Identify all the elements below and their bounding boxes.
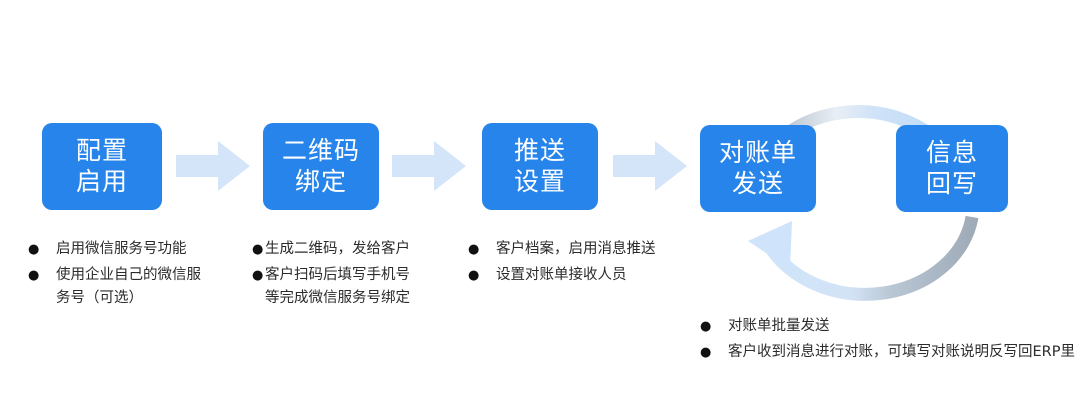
step-box-line2: 绑定 [294,166,347,196]
step-box-line1: 推送 [513,136,566,165]
step-box-line2: 设置 [513,166,566,196]
list-item: ● 使用企业自己的微信服 务号（可选） [28,264,238,310]
bullet-text: 启用微信服务号功能 [56,241,187,257]
arrow-step1-to-step2 [176,141,250,191]
bullet-text: 对账单批量发送 [728,318,830,334]
list-item: ● 对账单批量发送 [700,315,1080,338]
bullet-text: 设置对账单接收人员 [496,267,627,283]
bullets-step-配置启用: ● 启用微信服务号功能 ● 使用企业自己的微信服 务号（可选） [28,238,238,313]
bullet-text: 客户收到消息进行对账，可填写对账说明反写回ERP里 [728,344,1075,360]
bullets-step-推送设置: ● 客户档案，启用消息推送 ● 设置对账单接收人员 [468,238,698,290]
step-box-对账单发送[interactable]: 对账单 发送 [700,125,816,212]
bullet-marker-icon: ● [28,268,40,283]
step-box-line2: 回写 [925,168,978,198]
bullet-marker-icon: ● [468,268,480,283]
step-box-line1: 二维码 [281,136,360,165]
bullet-marker-icon: ● [700,319,712,334]
step-box-line1: 配置 [75,136,128,165]
bullets-step-二维码绑定: ● 生成二维码，发给客户 ● 客户扫码后填写手机号 等完成微信服务号绑定 [252,238,467,313]
list-item: ● 设置对账单接收人员 [468,264,698,287]
bullet-text: 使用企业自己的微信服 务号（可选） [56,267,201,306]
arrow-step2-to-step3 [392,141,466,191]
step-box-推送设置[interactable]: 推送 设置 [482,123,598,210]
list-item: ● 客户档案，启用消息推送 [468,238,698,261]
list-item: ● 客户收到消息进行对账，可填写对账说明反写回ERP里 [700,341,1080,364]
bullet-marker-icon: ● [252,268,264,283]
step-box-信息回写[interactable]: 信息 回写 [896,125,1008,212]
bullet-marker-icon: ● [468,242,480,257]
step-box-line1: 对账单 [718,138,797,167]
arrow-step3-to-step4 [613,141,687,191]
bullet-marker-icon: ● [700,345,712,360]
step-box-line1: 信息 [925,138,978,167]
step-box-line2: 发送 [731,168,784,198]
bullet-marker-icon: ● [28,242,40,257]
bullets-cycle: ● 对账单批量发送 ● 客户收到消息进行对账，可填写对账说明反写回ERP里 [700,315,1080,367]
bullet-text: 生成二维码，发给客户 [265,241,410,257]
step-box-line2: 启用 [75,166,128,196]
step-box-二维码绑定[interactable]: 二维码 绑定 [263,123,379,210]
bullet-text: 客户档案，启用消息推送 [496,241,656,257]
list-item: ● 生成二维码，发给客户 [252,238,467,261]
bullet-text: 客户扫码后填写手机号 等完成微信服务号绑定 [265,267,410,306]
list-item: ● 启用微信服务号功能 [28,238,238,261]
step-box-配置启用[interactable]: 配置 启用 [42,123,162,210]
bullet-marker-icon: ● [252,242,264,257]
arc-step5-to-step4-icon [748,215,979,301]
list-item: ● 客户扫码后填写手机号 等完成微信服务号绑定 [252,264,467,310]
